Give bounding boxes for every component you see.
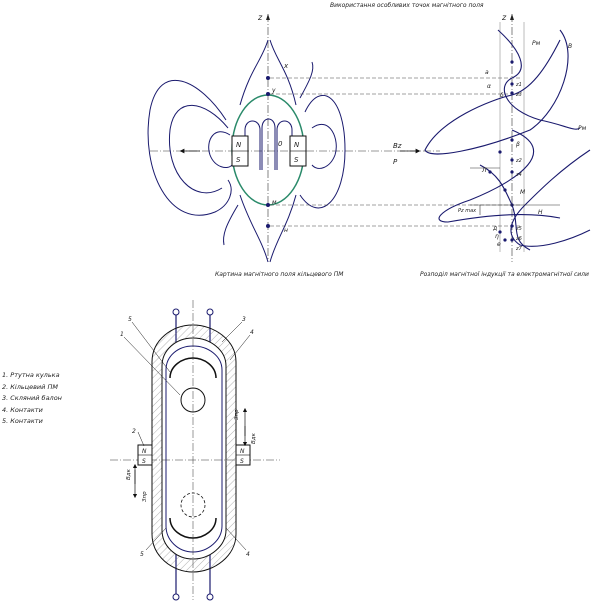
distribution-plot: z Pм B Pм a α δ z1 z3 β z2 z4 Л M Pz max… <box>424 13 591 262</box>
z3-label: z3 <box>515 92 522 98</box>
p-label: P <box>393 158 398 166</box>
n-label: н <box>284 227 288 234</box>
beta-label: β <box>516 141 520 148</box>
num-5-top: 5 <box>128 316 132 323</box>
num-1: 1 <box>120 331 124 338</box>
alpha-label: α <box>487 83 491 90</box>
legend-item-4: 4. Контакти <box>2 405 43 414</box>
field-line-top-right <box>299 61 314 99</box>
legend-item-5: 5. Контакти <box>2 417 43 425</box>
field-picture: N S N S z x у м н 0 Bz P <box>147 13 520 263</box>
title-top: Використання особливих точок магнітного … <box>330 2 484 9</box>
force-upper-right: Зпр <box>234 409 240 420</box>
legend-item-1: 1. Ртутна кулька <box>2 371 60 379</box>
pm-upper-label: Pм <box>532 40 541 47</box>
p-curve-top <box>497 29 581 130</box>
p-curve-mid <box>438 129 561 223</box>
magnet-left-s: S <box>236 156 241 164</box>
field-line-bottom-left <box>223 204 239 246</box>
force-upper-left: Зпр <box>142 491 148 502</box>
m-label-right: M <box>520 189 526 196</box>
z2-label: z2 <box>515 158 522 164</box>
z-label-left: z <box>257 13 263 22</box>
force-dk-right: Вдк <box>251 432 257 444</box>
z1-label: z1 <box>515 82 522 88</box>
e-label: e <box>497 241 501 248</box>
num-2: 2 <box>132 428 136 435</box>
d-label: д <box>492 225 497 232</box>
y-label: у <box>271 87 276 94</box>
x-label: x <box>283 62 289 70</box>
a-label: a <box>485 69 489 76</box>
z4-label: z4 <box>515 172 522 178</box>
magnet-right-n: N <box>294 141 300 149</box>
caption-left: Картина магнітного поля кільцевого ПМ <box>215 271 344 278</box>
point-n <box>266 224 270 228</box>
inner-loop-right <box>276 120 293 170</box>
point-m <box>266 203 270 207</box>
pm-right-label: Pм <box>578 125 587 132</box>
delta-label: δ <box>500 92 504 99</box>
n-label-right: H <box>538 209 543 216</box>
z5-label: z5 <box>515 226 522 232</box>
z6-label: z6 <box>515 236 522 242</box>
b-right-label: B <box>568 43 572 50</box>
num-4-top: 4 <box>250 329 254 336</box>
num-3: 3 <box>242 316 246 323</box>
o-label: 0 <box>278 140 283 148</box>
point-y <box>266 92 270 96</box>
l-label: Л <box>481 167 487 174</box>
b-curve-lower <box>510 149 591 247</box>
ring-left-n: N <box>142 448 147 455</box>
magnet-left-n: N <box>236 141 242 149</box>
field-line-upper-mid <box>239 39 297 106</box>
field-line-outer-left <box>147 79 232 216</box>
m-label: м <box>272 199 277 206</box>
field-line-inner-left <box>208 131 233 168</box>
b-curve <box>424 29 569 155</box>
field-line-lower-mid <box>239 194 297 263</box>
num-5-bottom: 5 <box>140 551 144 558</box>
caption-right: Розподіл магнітної індукції та електрома… <box>420 271 589 278</box>
legend-item-2: 2. Кільцевий ПМ <box>2 382 58 391</box>
inner-loop-mid <box>261 118 276 170</box>
inner-loop-left <box>244 120 261 170</box>
pz-max-label: Pz max <box>458 208 476 214</box>
legend: 1. Ртутна кулька 2. Кільцевий ПМ 3. Скля… <box>2 370 62 428</box>
bz-label: Bz <box>393 142 402 150</box>
point-x <box>266 76 270 80</box>
field-line-outer-left-2 <box>168 104 229 194</box>
ring-left-s: S <box>142 458 146 465</box>
reed-switch-device: N S N S 5 1 3 4 2 5 4 Зпр Вдк Вдк Зпр <box>110 300 280 601</box>
field-line-right-1 <box>311 123 337 169</box>
z7-label: z7 <box>515 246 523 252</box>
z-label-right: z <box>501 13 507 22</box>
force-dk-left: Вдк <box>126 468 132 480</box>
legend-item-3: 3. Скляний балон <box>2 394 62 402</box>
magnet-right-s: S <box>294 156 299 164</box>
field-line-right-2 <box>299 94 346 209</box>
ring-right-n: N <box>240 448 245 455</box>
ring-right-s: S <box>240 458 244 465</box>
num-4-bottom: 4 <box>246 551 250 558</box>
eta-label: η <box>495 233 499 240</box>
